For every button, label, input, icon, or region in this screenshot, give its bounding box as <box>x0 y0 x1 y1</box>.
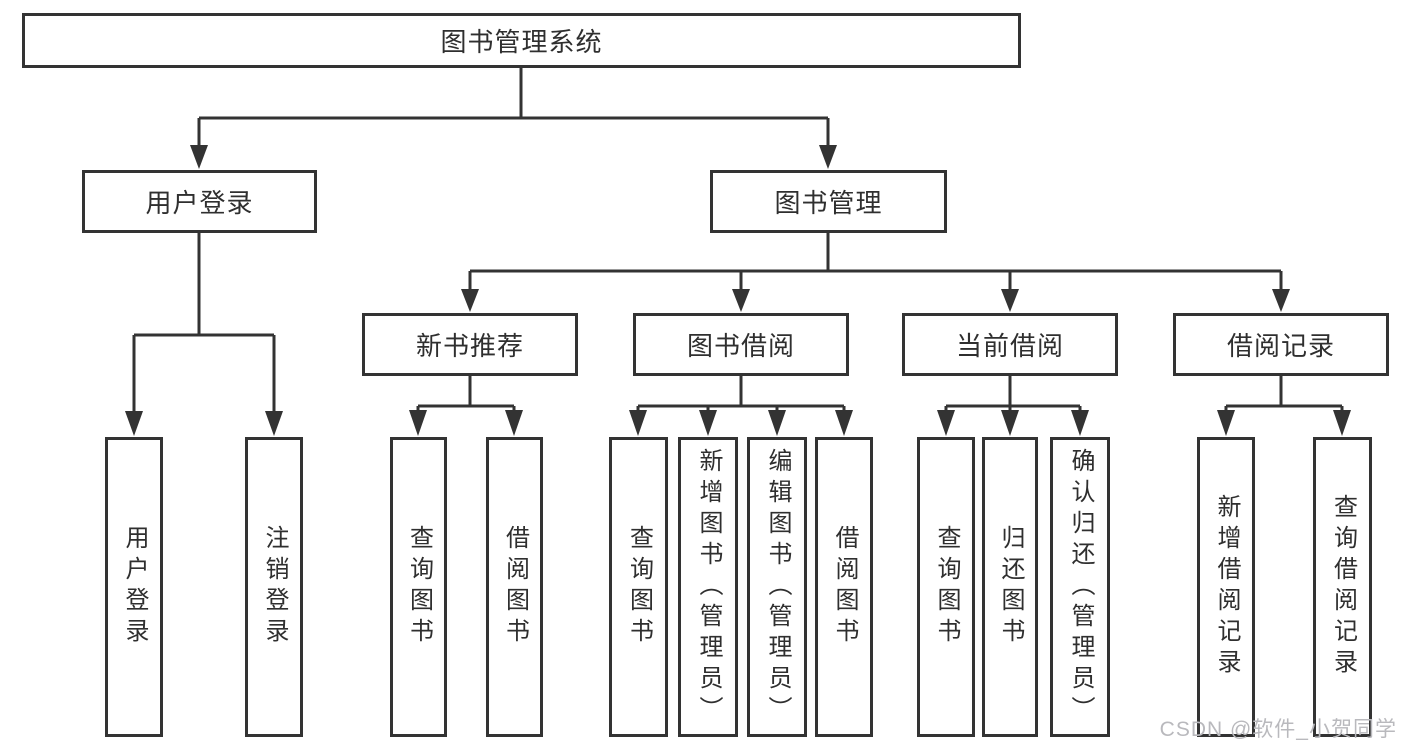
node-label: 图书管理系统 <box>440 27 603 57</box>
node-book-borrowing: 图书借阅 <box>633 313 849 376</box>
node-label: 借阅图书 <box>501 525 529 649</box>
leaf-query-books: 查询图书 <box>917 437 975 737</box>
node-label: 新增图书（管理员） <box>695 447 722 727</box>
leaf-edit-books-admin: 编辑图书（管理员） <box>747 437 807 737</box>
node-label: 借阅图书 <box>831 525 858 649</box>
node-label: 注销登录 <box>261 525 288 649</box>
node-label: 查询借阅记录 <box>1329 494 1357 680</box>
node-label: 图书借阅 <box>686 331 795 361</box>
node-label: 用户登录 <box>145 188 254 218</box>
leaf-borrow-books: 借阅图书 <box>486 437 543 737</box>
node-label: 查询图书 <box>625 525 653 649</box>
node-root-library-management-system: 图书管理系统 <box>22 13 1021 68</box>
leaf-borrow-books: 借阅图书 <box>815 437 873 737</box>
node-current-borrowing: 当前借阅 <box>902 313 1118 376</box>
node-label: 查询图书 <box>933 525 960 649</box>
leaf-query-borrow-record: 查询借阅记录 <box>1313 437 1372 737</box>
node-label: 当前借阅 <box>955 331 1064 361</box>
leaf-confirm-return-admin: 确认归还（管理员） <box>1050 437 1110 737</box>
node-borrowing-records: 借阅记录 <box>1173 313 1389 376</box>
leaf-return-books: 归还图书 <box>982 437 1038 737</box>
leaf-add-books-admin: 新增图书（管理员） <box>678 437 738 737</box>
node-label: 新增借阅记录 <box>1213 494 1240 680</box>
node-label: 查询图书 <box>405 525 433 649</box>
node-user-login: 用户登录 <box>82 170 317 233</box>
leaf-add-borrow-record: 新增借阅记录 <box>1197 437 1255 737</box>
node-label: 图书管理 <box>774 188 883 218</box>
leaf-logout: 注销登录 <box>245 437 303 737</box>
node-label: 归还图书 <box>997 525 1024 649</box>
node-label: 确认归还（管理员） <box>1067 447 1094 727</box>
node-label: 借阅记录 <box>1226 331 1335 361</box>
node-label: 新书推荐 <box>415 331 524 361</box>
node-book-management: 图书管理 <box>710 170 947 233</box>
leaf-query-books: 查询图书 <box>609 437 668 737</box>
node-new-book-recommendation: 新书推荐 <box>362 313 578 376</box>
node-label: 用户登录 <box>121 525 148 649</box>
csdn-watermark: CSDN @软件_小贺同学 <box>1159 718 1397 741</box>
node-label: 编辑图书（管理员） <box>764 447 791 727</box>
leaf-query-books: 查询图书 <box>390 437 447 737</box>
leaf-user-login: 用户登录 <box>105 437 163 737</box>
